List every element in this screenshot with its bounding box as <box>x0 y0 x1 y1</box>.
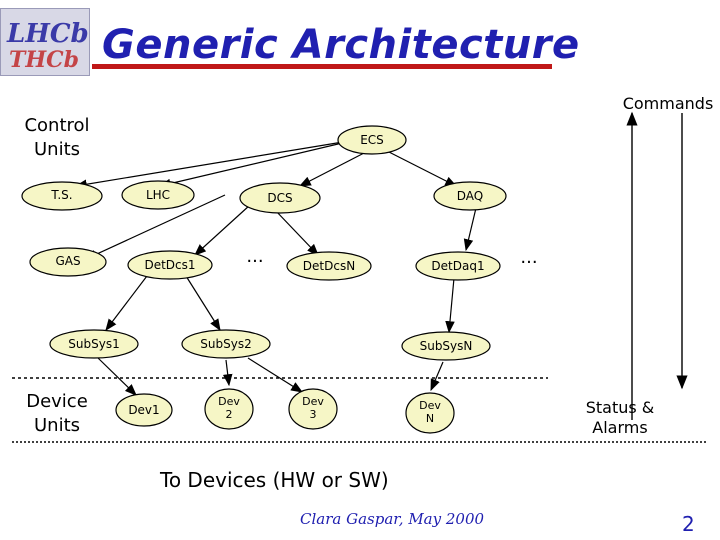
node-gas <box>29 247 107 277</box>
edge-ecs-dcs <box>298 151 367 187</box>
edge-ecs-lhc <box>158 139 356 189</box>
node-dev1 <box>115 393 173 427</box>
node-detdcsn-label: DetDcsN <box>302 259 356 273</box>
commands-label: Commands <box>622 94 714 113</box>
title-underline <box>92 64 552 69</box>
edge-dcs-gas <box>84 194 226 260</box>
ellipsis-2: ... <box>520 247 538 268</box>
node-subsys1 <box>49 329 139 359</box>
edge-dcs-detdcs1 <box>194 204 251 256</box>
node-subsysn <box>401 331 491 361</box>
edge-subsys2-dev3 <box>247 357 304 393</box>
node-detdaq1-label: DetDaq1 <box>431 259 485 273</box>
edge-daq-detdaq1 <box>463 207 477 252</box>
to-devices-caption: To Devices (HW or SW) <box>160 468 389 492</box>
status-alarms-label: Status &Alarms <box>585 398 655 437</box>
node-ts <box>21 181 103 211</box>
edge-detdaq1-subsysn <box>445 277 455 334</box>
node-subsys1-label: SubSys1 <box>68 337 120 351</box>
ellipsis-1: ... <box>246 246 264 267</box>
edge-detdcs1-subsys1 <box>105 271 151 331</box>
node-ecs <box>337 125 407 155</box>
page-number: 2 <box>682 512 695 536</box>
node-dev2 <box>204 388 254 430</box>
node-daq <box>433 181 507 211</box>
edge-subsys1-dev1 <box>97 357 137 396</box>
node-dcs <box>239 182 321 214</box>
node-dev1-label: Dev1 <box>128 403 160 417</box>
edge-subsys2-dev2 <box>222 359 233 387</box>
node-detdcs1 <box>127 250 213 280</box>
node-subsys2-label: SubSys2 <box>200 337 252 351</box>
edge-detdcs1-subsys2 <box>185 275 221 332</box>
edge-ecs-ts <box>74 139 356 189</box>
node-subsys2 <box>181 329 271 359</box>
node-detdcsn <box>286 251 372 281</box>
node-lhc <box>121 180 195 210</box>
footer-author: Clara Gaspar, May 2000 <box>300 510 485 528</box>
node-lhc-label: LHC <box>145 188 171 202</box>
node-ts-label: T.S. <box>51 188 73 202</box>
edge-ecs-daq <box>384 149 458 187</box>
logo-text: LHCb <box>7 19 89 49</box>
edge-dcs-detdcsn <box>274 209 319 256</box>
edge-subsysn-devn <box>430 361 444 392</box>
node-subsysn-label: SubSysN <box>419 339 473 353</box>
node-detdaq1 <box>415 251 501 281</box>
node-dcs-label: DCS <box>267 191 293 205</box>
page-title: Generic Architecture <box>102 22 580 68</box>
node-ecs-label: ECS <box>360 133 384 147</box>
node-daq-label: DAQ <box>456 189 484 203</box>
node-dev3 <box>288 388 338 430</box>
node-detdcs1-label: DetDcs1 <box>144 258 196 272</box>
lhcb-logo: THCb LHCb <box>0 8 90 76</box>
logo-shadow-text: THCb <box>9 47 80 73</box>
node-gas-label: GAS <box>55 254 81 268</box>
node-devn <box>405 392 455 434</box>
